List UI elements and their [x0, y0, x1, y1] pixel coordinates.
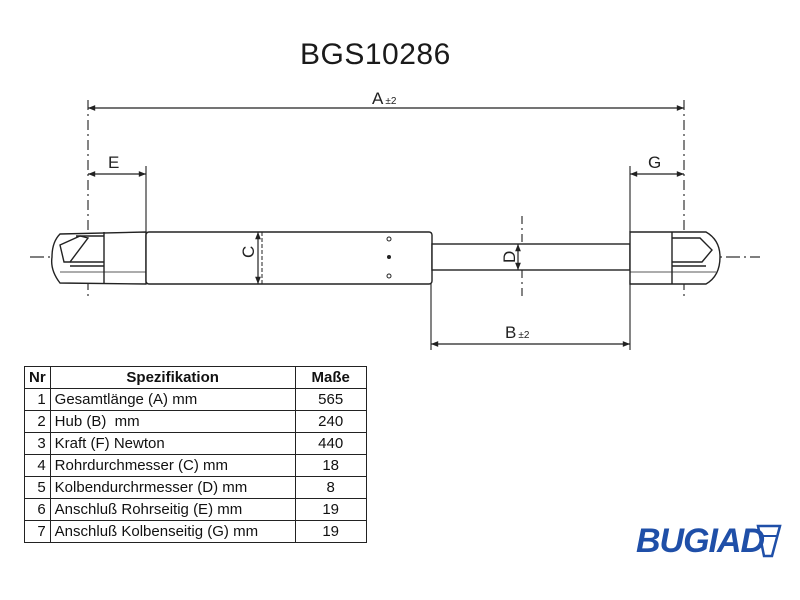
row-spec: Rohrdurchmesser (C) mm — [49, 454, 296, 477]
row-value: 565 — [294, 388, 367, 411]
row-nr: 1 — [24, 388, 51, 411]
row-spec: Kolbendurchrmesser (D) mm — [49, 476, 296, 499]
row-nr: 7 — [24, 520, 51, 543]
dimension-b-label: B±2 — [505, 323, 530, 342]
header-nr: Nr — [24, 366, 51, 389]
piston-rod — [431, 243, 631, 271]
row-spec: Anschluß Kolbenseitig (G) mm — [49, 520, 296, 543]
tube-dot-bottom — [386, 273, 392, 279]
table-header-row: Nr Spezifikation Maße — [24, 366, 367, 389]
tube-dot-top — [386, 236, 392, 242]
dimension-d-label: D — [500, 251, 519, 263]
right-connector — [629, 231, 721, 285]
specification-table: Nr Spezifikation Maße 1 Gesamtlänge (A) … — [24, 366, 367, 543]
gas-spring-drawing: A±2 E G B±2 C D — [30, 89, 760, 350]
table-row: 7 Anschluß Kolbenseitig (G) mm 19 — [24, 520, 367, 543]
dimension-c-label: C — [239, 246, 258, 258]
dimension-g-label: G — [648, 153, 661, 172]
row-nr: 2 — [24, 410, 51, 433]
part-number-title: BGS10286 — [300, 38, 451, 71]
table-row: 2 Hub (B) mm 240 — [24, 410, 367, 433]
table-row: 5 Kolbendurchrmesser (D) mm 8 — [24, 476, 367, 499]
table-row: 6 Anschluß Rohrseitig (E) mm 19 — [24, 498, 367, 521]
tube-dot-mid — [387, 255, 391, 259]
row-value: 19 — [294, 520, 367, 543]
header-spec: Spezifikation — [49, 366, 296, 389]
row-spec: Anschluß Rohrseitig (E) mm — [49, 498, 296, 521]
row-spec: Gesamtlänge (A) mm — [49, 388, 296, 411]
brand-logo: BUGIAD — [636, 522, 765, 560]
row-nr: 5 — [24, 476, 51, 499]
brand-mark-icon — [756, 524, 782, 558]
header-value: Maße — [294, 366, 367, 389]
row-nr: 3 — [24, 432, 51, 455]
row-value: 19 — [294, 498, 367, 521]
table-row: 1 Gesamtlänge (A) mm 565 — [24, 388, 367, 411]
left-connector — [50, 231, 147, 285]
row-value: 440 — [294, 432, 367, 455]
row-spec: Kraft (F) Newton — [49, 432, 296, 455]
row-nr: 6 — [24, 498, 51, 521]
table-row: 3 Kraft (F) Newton 440 — [24, 432, 367, 455]
row-value: 8 — [294, 476, 367, 499]
row-value: 18 — [294, 454, 367, 477]
row-value: 240 — [294, 410, 367, 433]
table-row: 4 Rohrdurchmesser (C) mm 18 — [24, 454, 367, 477]
row-spec: Hub (B) mm — [49, 410, 296, 433]
row-nr: 4 — [24, 454, 51, 477]
dimension-a-label: A±2 — [372, 89, 397, 108]
dimension-e-label: E — [108, 153, 119, 172]
